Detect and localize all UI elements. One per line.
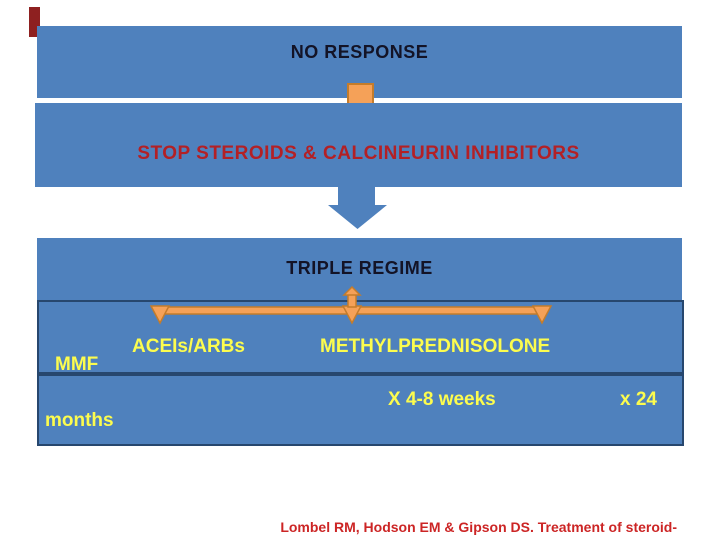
methylprednisolone-label: METHYLPREDNISOLONE: [320, 336, 551, 357]
aceis-arbs-label: ACEIs/ARBs: [132, 336, 245, 357]
mmf-label: MMF: [55, 354, 99, 375]
triple-regime-box: TRIPLE REGIME: [37, 238, 682, 300]
down-arrow-blue-icon: [328, 187, 387, 229]
branch-connector-icon: [149, 286, 553, 325]
stop-steroids-label: STOP STEROIDS & CALCINEURIN INHIBITORS: [137, 143, 580, 164]
weeks-duration-label: X 4-8 weeks: [388, 389, 496, 410]
no-response-label: NO RESPONSE: [290, 42, 429, 62]
slide-accent-bar: [29, 7, 40, 37]
duration-box: X 4-8 weeks x 24 months: [37, 374, 684, 446]
months-label: months: [45, 410, 114, 431]
triple-regime-label: TRIPLE REGIME: [286, 258, 433, 278]
stop-steroids-box: STOP STEROIDS & CALCINEURIN INHIBITORS: [35, 103, 682, 187]
times-24-label: x 24: [620, 389, 657, 410]
citation-text: Lombel RM, Hodson EM & Gipson DS. Treatm…: [280, 519, 677, 535]
